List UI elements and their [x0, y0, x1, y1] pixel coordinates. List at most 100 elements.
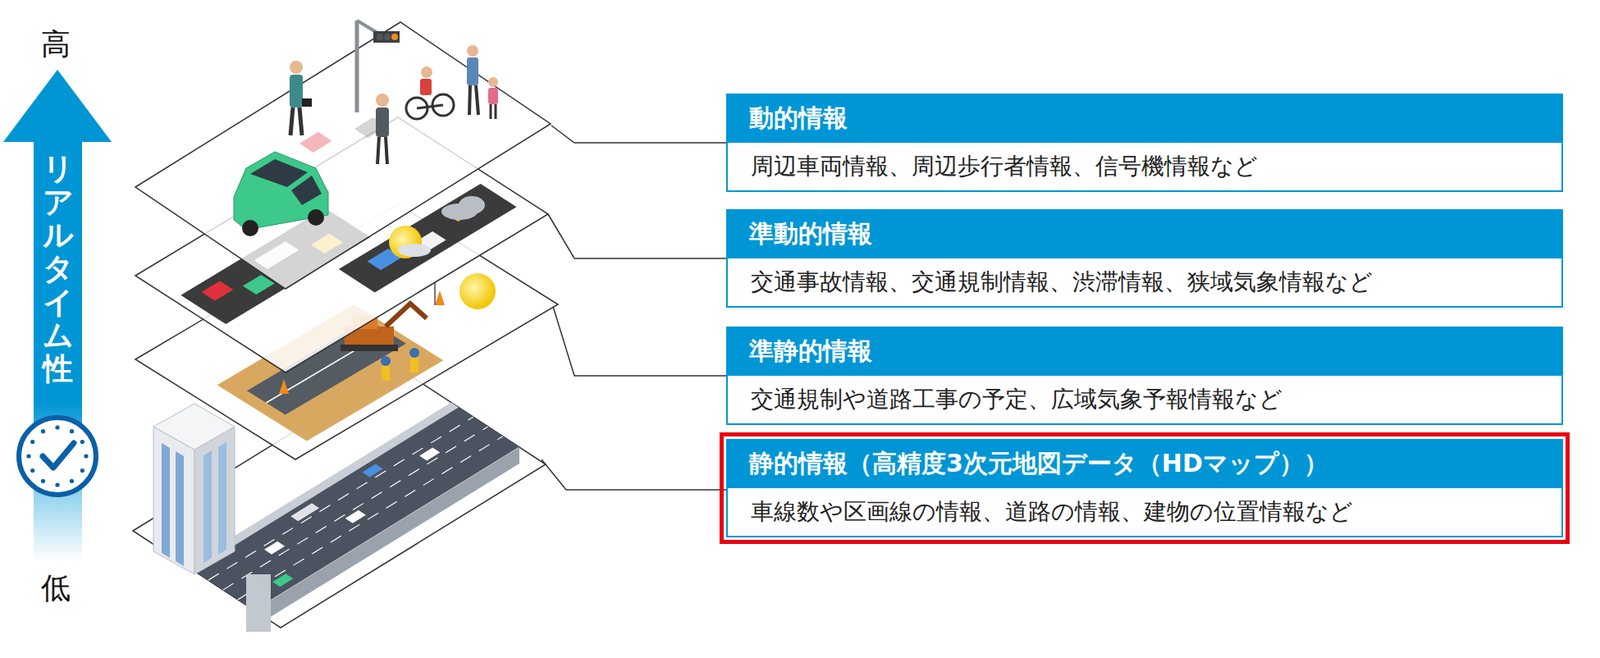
highway-side: [254, 447, 520, 627]
arrow-head: [3, 69, 112, 142]
axis-end-label: 低: [31, 568, 81, 609]
leader-lines: [548, 214, 727, 259]
cloud: [458, 196, 485, 215]
info-box: 動的情報周辺車両情報、周辺歩行者情報、信号機情報など: [726, 93, 1564, 192]
pedestrians: [420, 78, 432, 96]
traffic-light: [376, 33, 384, 41]
construction: [278, 379, 289, 394]
leader-lines: [541, 125, 727, 490]
info-box: 準動的情報交通事故情報、交通規制情報、渋滞情報、狭域気象情報など: [726, 209, 1564, 308]
construction: [434, 283, 436, 306]
static-layer: [361, 464, 383, 478]
sun: [459, 273, 496, 310]
highway-pillar: [246, 574, 271, 632]
traffic-light: [373, 31, 400, 43]
static-layer: [272, 573, 293, 587]
info-box: 静的情報（高精度3次元地図データ（HDマップ）） 車線数や区画線の情報、道路の情報…: [726, 438, 1564, 538]
building: [194, 426, 235, 575]
green-car: [250, 159, 308, 188]
clock-icon: [41, 429, 46, 434]
construction: [340, 344, 398, 352]
clock-icon: [83, 453, 88, 458]
pedestrians: [475, 85, 479, 115]
box-body: 車線数や区画線の情報、道路の情報、建物の位置情報など: [726, 488, 1564, 538]
leader-lines: [551, 125, 727, 143]
pedestrians: [469, 85, 471, 115]
building: [161, 443, 170, 558]
clock-icon: [80, 468, 85, 473]
clock-icon: [80, 439, 85, 444]
cloud: [397, 243, 431, 257]
axis-label: リアルタイム性: [42, 152, 74, 387]
pedestrians: [488, 77, 499, 87]
arrow-shaft: [33, 139, 83, 563]
green-car: [233, 151, 329, 230]
pedestrians: [289, 45, 499, 165]
text-run: 周辺車両情報、周辺歩行者情報、信号機情報など: [750, 152, 1258, 180]
green-car: [291, 175, 322, 206]
dynamic-layer: [135, 22, 551, 289]
pedestrians: [301, 98, 312, 107]
clock-icon: [30, 439, 35, 444]
box-heading: 静的情報（高精度3次元地図データ（HDマップ））: [726, 438, 1564, 489]
text-run: 交通規制や道路工事の予定、広域気象予報情報など: [750, 385, 1283, 413]
clock-icon: [18, 417, 96, 495]
pedestrians: [416, 105, 444, 109]
text-run: 準静的情報: [749, 336, 873, 366]
pedestrians: [375, 107, 389, 138]
clock-icon: [41, 479, 46, 484]
pedestrians: [494, 104, 498, 119]
text-run: 動的情報: [749, 103, 848, 133]
static-layer: [193, 406, 520, 610]
static-layer: [264, 541, 285, 555]
pedestrians: [289, 74, 303, 108]
text-run: 静的情報（高精度3次元地図データ（HDマップ））: [749, 448, 1329, 478]
building: [153, 403, 235, 575]
text-run: 車線数や区画線の情報、道路の情報、建物の位置情報など: [750, 498, 1354, 526]
box-body: 交通規制や道路工事の予定、広域気象予報情報など: [726, 375, 1564, 426]
leader-lines: [541, 459, 727, 490]
static-layer: [223, 426, 489, 590]
building: [203, 450, 212, 563]
box-body: 交通事故情報、交通規制情報、渋滞情報、狭域気象情報など: [726, 258, 1564, 308]
clock-icon: [69, 479, 74, 484]
traffic-light: [391, 33, 398, 41]
static-layer: [208, 416, 474, 581]
construction: [434, 290, 445, 306]
dynamic-layer: [135, 22, 551, 289]
semi-dynamic-layer: [201, 280, 234, 301]
green-car: [242, 219, 259, 237]
clock-icon: [69, 429, 74, 434]
pedestrians: [289, 60, 303, 74]
pedestrians: [466, 57, 479, 86]
box-heading: 動的情報: [726, 93, 1564, 143]
realtime-arrow: リアルタイム性: [0, 65, 115, 567]
info-box: 準静的情報交通規制や道路工事の予定、広域気象予報情報など: [726, 326, 1564, 426]
construction: [380, 356, 391, 366]
dynamic-layer: [299, 132, 332, 153]
clock-icon: [42, 443, 74, 468]
building: [153, 426, 195, 575]
building: [218, 442, 227, 555]
static-layer: [290, 502, 320, 522]
leader-lines: [551, 301, 727, 376]
axis-end-label: 高: [31, 24, 81, 65]
pedestrians: [377, 137, 380, 165]
pedestrians: [420, 66, 433, 78]
clock-icon: [54, 425, 60, 430]
pedestrians: [375, 93, 389, 107]
static-layer: [237, 436, 503, 600]
clock-icon: [30, 468, 35, 473]
box-heading: 準動的情報: [726, 209, 1564, 259]
traffic-light: [356, 20, 378, 33]
green-car: [233, 151, 329, 237]
green-car: [307, 209, 325, 226]
box-body: 周辺車両情報、周辺歩行者情報、信号機情報など: [726, 142, 1564, 192]
box-heading: 準静的情報: [726, 326, 1564, 376]
construction: [409, 347, 420, 358]
text-run: 準動的情報: [749, 219, 873, 248]
construction: [381, 365, 390, 381]
traffic-light: [355, 20, 360, 113]
pedestrians: [489, 104, 493, 119]
